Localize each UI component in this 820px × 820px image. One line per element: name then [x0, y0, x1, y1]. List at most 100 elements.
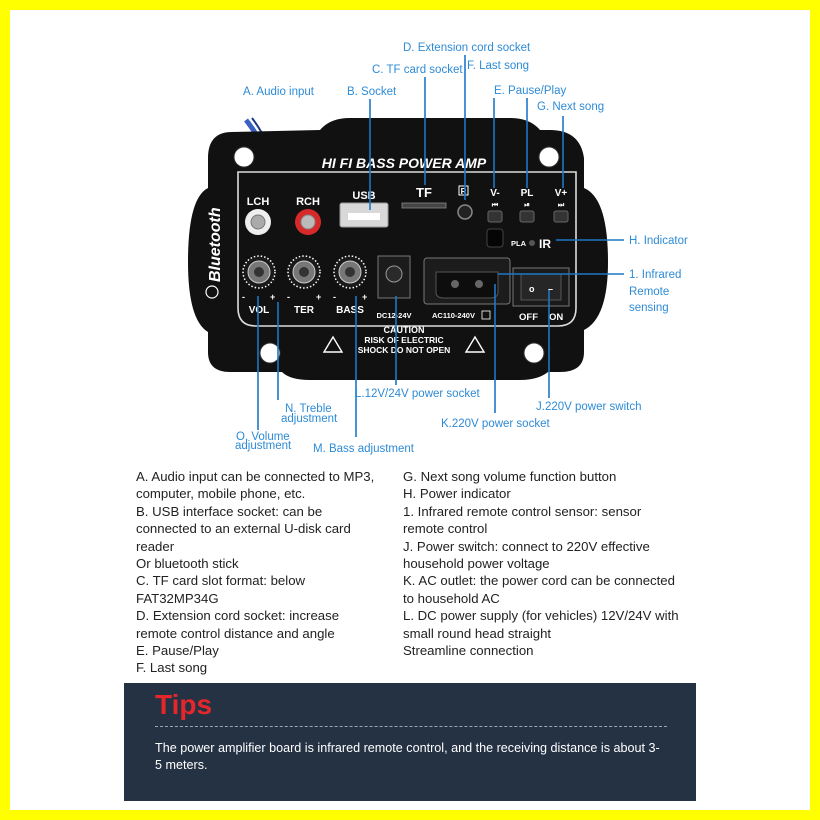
bluetooth-icon — [205, 285, 219, 299]
callout-infrared-line3: sensing — [629, 302, 669, 314]
callout-last-song: F. Last song — [467, 60, 529, 72]
tips-body: The power amplifier board is infrared re… — [155, 741, 660, 772]
last-song-button[interactable] — [487, 210, 503, 223]
image-frame: HI FI BASS POWER AMP Bluetooth LCH RCH U… — [10, 10, 810, 810]
legend-line: to household AC — [403, 590, 500, 606]
vol-label: VOL — [249, 305, 270, 316]
pause-play-button[interactable] — [519, 210, 535, 223]
callout-power-switch: J.220V power switch — [536, 401, 641, 413]
legend-line: B. USB interface socket: can be — [136, 503, 323, 519]
v-plus-label: V+ — [555, 188, 568, 199]
caution-line2: SHOCK DO NOT OPEN — [358, 345, 451, 355]
caution-triangle-right — [464, 335, 486, 353]
caution-line1: RISK OF ELECTRIC — [364, 335, 443, 345]
r-mark-label: R — [461, 187, 467, 196]
legend-line: J. Power switch: connect to 220V effecti… — [403, 538, 650, 554]
mount-hole-bottom-right — [523, 342, 545, 364]
legend-line: household power voltage — [403, 556, 550, 572]
ac-socket-pin-right — [475, 280, 483, 288]
volume-knob[interactable] — [242, 255, 276, 289]
legend-line: small round head straight — [403, 625, 552, 641]
tf-card-slot[interactable] — [401, 202, 447, 209]
ac-socket-cavity — [435, 271, 499, 299]
callout-volume-line1: O. Volume — [236, 431, 290, 443]
ac-ce-mark — [481, 310, 491, 320]
amplifier-diagram: HI FI BASS POWER AMP Bluetooth LCH RCH U… — [188, 42, 688, 455]
lch-label: LCH — [247, 196, 270, 208]
legend-line: G. Next song volume function button — [403, 469, 617, 484]
pl-label: PL — [521, 188, 534, 199]
ter-minus-mark: - — [287, 292, 290, 302]
dc-label: DC12-24V — [376, 311, 411, 320]
callout-ac-power-socket: K.220V power socket — [441, 418, 550, 430]
legend-line: connected to an external U-disk card — [136, 521, 351, 537]
r-mark-box — [458, 185, 469, 196]
off-label: OFF — [519, 312, 538, 323]
ter-plus-mark: + — [316, 292, 321, 302]
ir-label: IR — [539, 237, 551, 251]
tips-box: Tips The power amplifier board is infrar… — [124, 683, 696, 801]
on-label: ON — [549, 312, 563, 323]
legend-line: A. Audio input can be connected to MP3, — [136, 469, 375, 484]
legend-line: F. Last song — [136, 660, 208, 676]
prev-icon: ⏮ — [492, 202, 499, 209]
vol-plus-mark: + — [270, 292, 275, 302]
callout-treble-line1: N. Treble — [285, 403, 332, 415]
lch-rca-jack-center — [250, 214, 266, 230]
treble-knob[interactable] — [287, 255, 321, 289]
legend-line: remote control — [403, 521, 488, 537]
callout-infrared-line1: 1. Infrared — [629, 269, 681, 281]
legend-line: reader — [136, 538, 175, 554]
usb-label: USB — [352, 190, 375, 202]
callout-tf-card-socket: C. TF card socket — [372, 64, 463, 76]
legend-line: 1. Infrared remote control sensor: senso… — [403, 503, 642, 519]
next-song-button[interactable] — [553, 210, 569, 223]
legend-line: D. Extension cord socket: increase — [136, 608, 340, 624]
caution-title: CAUTION — [384, 325, 425, 335]
callout-indicator: H. Indicator — [629, 235, 688, 247]
board-title: HI FI BASS POWER AMP — [322, 155, 487, 171]
ac-label: AC110-240V — [432, 311, 475, 320]
caution-triangle-left — [322, 335, 344, 353]
ter-label: TER — [294, 305, 315, 316]
switch-off-mark: o — [529, 284, 535, 294]
callout-bass-adjustment: M. Bass adjustment — [313, 443, 415, 455]
callout-volume-line2: adjustment — [235, 440, 292, 452]
callout-dc-power-socket: L.12V/24V power socket — [355, 388, 480, 400]
next-icon: ⏭ — [558, 202, 565, 209]
bass-label: BASS — [336, 305, 364, 316]
v-minus-label: V- — [490, 188, 499, 199]
amp-board — [188, 118, 608, 380]
mount-hole-top-left — [233, 146, 255, 168]
extension-cord-socket[interactable] — [457, 204, 473, 220]
legend-line: H. Power indicator — [403, 486, 511, 502]
bass-minus-mark: - — [333, 292, 336, 302]
legend-line: K. AC outlet: the power cord can be conn… — [403, 573, 675, 589]
dc-socket-barrel — [385, 265, 403, 283]
legend-left: A. Audio input can be connected to MP3, … — [136, 468, 374, 677]
tips-title: Tips — [155, 689, 213, 720]
rch-label: RCH — [296, 196, 320, 208]
callout-extension-cord-socket: D. Extension cord socket — [403, 42, 531, 54]
bass-knob[interactable] — [333, 255, 367, 289]
pla-label: PLA — [511, 239, 527, 248]
mount-hole-bottom-left — [259, 342, 281, 364]
legend-line: C. TF card slot format: below — [136, 573, 306, 589]
tips-divider — [155, 726, 667, 727]
callout-socket: B. Socket — [347, 86, 397, 98]
power-switch-rocker — [520, 273, 562, 301]
rch-rca-jack-center — [300, 214, 316, 230]
legend-line: computer, mobile phone, etc. — [136, 486, 306, 502]
usb-socket-tongue — [348, 213, 380, 220]
legend-line: Streamline connection — [403, 643, 534, 659]
legend-line: E. Pause/Play — [136, 643, 219, 659]
brand-text: Bluetooth — [207, 207, 224, 282]
legend-line: FAT32MP34G — [136, 590, 219, 606]
callout-pause-play: E. Pause/Play — [494, 85, 566, 97]
legend-line: L. DC power supply (for vehicles) 12V/24… — [403, 608, 679, 624]
bass-plus-mark: + — [362, 292, 367, 302]
vol-minus-mark: - — [242, 292, 245, 302]
tf-label: TF — [416, 185, 432, 200]
switch-on-mark: – — [548, 284, 553, 294]
panel-outline — [237, 171, 577, 327]
